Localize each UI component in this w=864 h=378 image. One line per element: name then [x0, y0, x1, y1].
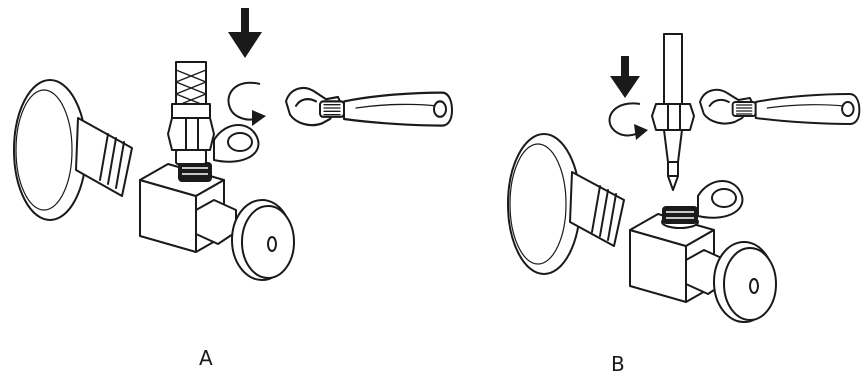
valve-handle [714, 242, 776, 322]
clockwise-rotate-icon [610, 103, 648, 140]
valve-handle [232, 200, 294, 280]
panel-b-label: B [611, 352, 625, 376]
wrench-tab [214, 125, 258, 162]
wall-flange [508, 134, 580, 274]
down-arrow-icon [610, 56, 640, 98]
braided-supply-hose [172, 62, 210, 118]
adjustable-wrench-icon [286, 88, 452, 126]
adjustable-wrench-icon [700, 90, 859, 124]
outlet-thread [662, 206, 698, 228]
supply-stub-pipe [570, 172, 624, 246]
compression-ferrule [664, 130, 682, 190]
supply-stub-pipe [76, 118, 132, 196]
wrench-tab [698, 181, 742, 218]
compression-nut [168, 118, 214, 164]
wall-flange [14, 80, 86, 220]
panel-a-connect-braided-hose [14, 8, 452, 280]
panel-b-connect-rigid-tube [508, 34, 859, 322]
rigid-supply-tube [664, 34, 682, 104]
down-arrow-icon [228, 8, 262, 58]
panel-a-label: A [199, 346, 213, 370]
clockwise-rotate-icon [228, 83, 266, 126]
compression-nut [652, 104, 694, 130]
